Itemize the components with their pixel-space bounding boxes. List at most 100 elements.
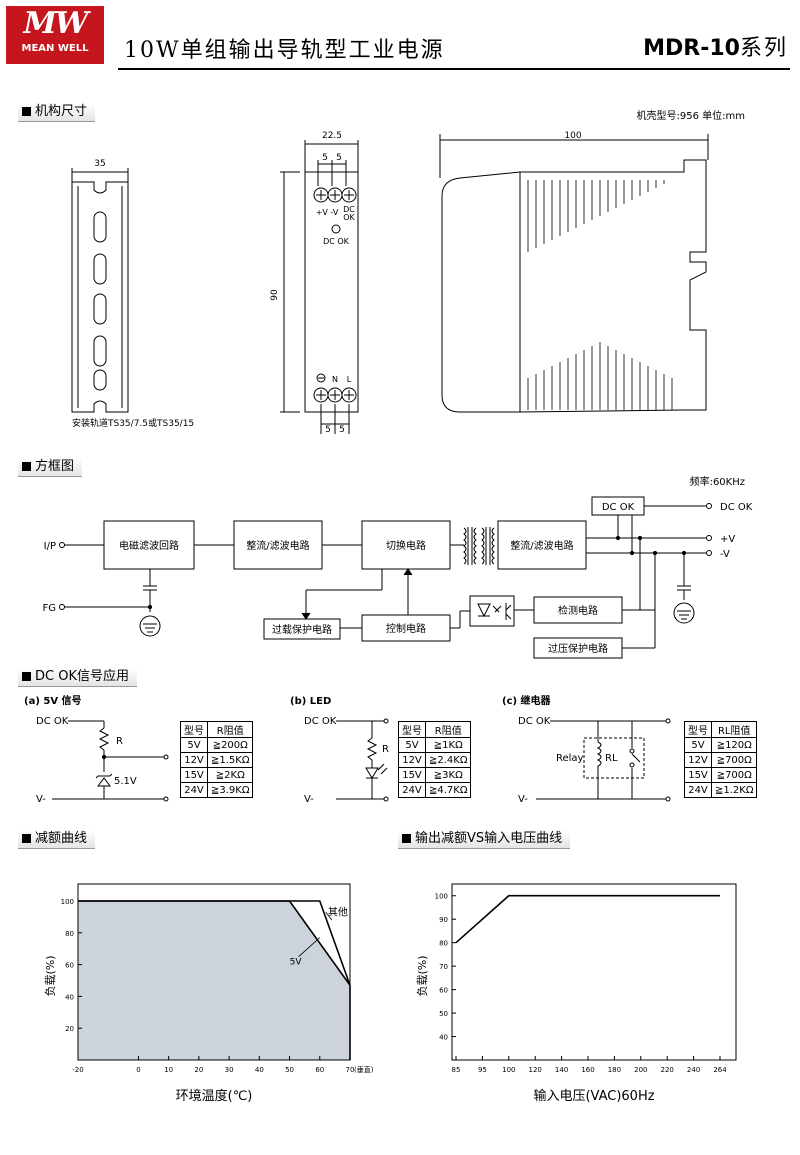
circuit-b-v-minus: V-: [304, 794, 314, 805]
table-cell: ≧120Ω: [710, 737, 758, 753]
section-output-vs-input-label: 输出减额VS输入电压曲线: [415, 831, 563, 846]
section-block-diagram-label: 方框图: [35, 459, 75, 474]
circuit-a-v-minus: V-: [36, 794, 46, 805]
dc-ok-circuits: (a) 5V 信号 (b) LED (c) 继电器 DC OK V- R: [24, 694, 671, 805]
x-tick-label: 264: [713, 1066, 727, 1074]
front-width-dim: 22.5: [322, 131, 342, 141]
block-diagram: 频率:60KHz: [42, 475, 753, 659]
series-5v-area: [77, 900, 351, 1061]
logo-text: MEAN WELL: [21, 43, 89, 54]
table-b-header: 型号: [398, 721, 426, 738]
front-view: [280, 140, 359, 434]
table-cell: ≧3.9KΩ: [206, 782, 254, 798]
y-tick-label: 90: [439, 916, 448, 924]
series-leader-other: [325, 911, 333, 921]
series-line-0: [455, 894, 720, 944]
table-cell: 24V: [180, 782, 208, 798]
section-dc-ok: DC OK信号应用: [18, 668, 137, 687]
series-model: MDR-10: [643, 36, 740, 61]
y-tick-label: 20: [65, 1025, 74, 1033]
table-cell: ≧2.4KΩ: [424, 752, 472, 768]
series-label-5v: 5V: [290, 958, 303, 968]
detection-label: 检测电路: [558, 604, 598, 617]
terminal-ok-label: OK: [343, 213, 355, 222]
terminal-l-label: L: [347, 375, 352, 384]
y-tick-label: 70: [439, 963, 448, 971]
rectifier-label-2: 整流/滤波电路: [510, 539, 573, 552]
table-a-header: R阻值: [206, 721, 254, 738]
table-a-header: 型号: [180, 721, 208, 738]
olp-label: 过载保护电路: [272, 623, 332, 636]
table-cell: 12V: [180, 752, 208, 768]
x-tick-label: -20: [72, 1066, 83, 1074]
x-tick-label: 10: [164, 1066, 173, 1074]
x-tick-label: 40: [255, 1066, 264, 1074]
circuit-b-title: (b) LED: [290, 696, 331, 707]
circuit-c-title: (c) 继电器: [502, 694, 552, 707]
series-label-other: 其他: [328, 905, 348, 918]
x-tick-label: 60: [315, 1066, 324, 1074]
y-axis-label: 负载(%): [43, 955, 57, 996]
x-tick-label: 160: [581, 1066, 594, 1074]
x-tick-label: 85: [452, 1066, 461, 1074]
x-tick-label: 240: [687, 1066, 700, 1074]
din-rail: [71, 168, 129, 413]
x-tick-label: 200: [634, 1066, 647, 1074]
table-cell: 15V: [180, 767, 208, 783]
led-label: DC OK: [323, 237, 350, 246]
y-tick-label: 40: [439, 1034, 448, 1042]
olp-block: [263, 618, 341, 640]
y-tick-label: 40: [65, 993, 74, 1001]
section-derating: 减额曲线: [18, 830, 96, 849]
ovp-label: 过压保护电路: [548, 642, 608, 655]
bottom-pitch-1: 5: [325, 425, 331, 435]
table-cell: ≧2KΩ: [206, 767, 254, 783]
table-cell: 12V: [398, 752, 426, 768]
x-tick-label: 95: [478, 1066, 487, 1074]
x-tick-label: 100: [502, 1066, 515, 1074]
dc-ok-output-label: DC OK: [720, 502, 753, 513]
circuit-a-dc-ok: DC OK: [36, 716, 69, 727]
header-rule: [118, 68, 790, 70]
table-cell: ≧1KΩ: [424, 737, 472, 753]
x-tick-label: 0: [136, 1066, 140, 1074]
circuit-a-r: R: [116, 736, 123, 747]
table-cell: 24V: [684, 782, 712, 798]
circuit-b-dc-ok: DC OK: [304, 716, 337, 727]
table-cell: 5V: [398, 737, 426, 753]
brand-logo: MW MEAN WELL: [6, 6, 104, 64]
y-tick-label: 60: [439, 987, 448, 995]
x-tick-label: 20: [194, 1066, 203, 1074]
emi-filter-label: 电磁滤波回路: [119, 539, 179, 552]
section-mechanical-label: 机构尺寸: [35, 104, 88, 119]
circuit-c-v-minus: V-: [518, 794, 528, 805]
fg-label: FG: [42, 603, 56, 614]
plot-frame: [451, 883, 737, 1061]
section-derating-label: 减额曲线: [35, 831, 88, 846]
bottom-pitch-2: 5: [339, 425, 345, 435]
x-tick-label: 70: [346, 1066, 355, 1074]
mechanical-drawing: 机壳型号:956 单位:mm 35 安装轨道TS35/7.5或TS35/15: [71, 109, 745, 435]
table-row: 12V≧700Ω: [684, 752, 758, 768]
top-pitch-1: 5: [322, 153, 328, 163]
rectifier-label-1: 整流/滤波电路: [246, 539, 309, 552]
table-cell: ≧4.7KΩ: [424, 782, 472, 798]
x-tick-label: 140: [555, 1066, 568, 1074]
table-cell: 5V: [180, 737, 208, 753]
table-row: 15V≧3KΩ: [398, 767, 472, 783]
table-cell: ≧700Ω: [710, 752, 758, 768]
y-tick-label: 100: [435, 893, 448, 901]
table-cell: ≧1.2KΩ: [710, 782, 758, 798]
dc-ok-block-label: DC OK: [602, 502, 635, 513]
terminal-dc-label: DC: [343, 205, 355, 214]
table-row: 5V≧120Ω: [684, 737, 758, 753]
circuit-c-relay: Relay: [556, 753, 584, 764]
table-cell: ≧200Ω: [206, 737, 254, 753]
optocoupler-block: [469, 595, 515, 627]
terminal-top-labels: +V -V: [316, 208, 339, 217]
y-axis-label: 负载(%): [415, 955, 429, 996]
